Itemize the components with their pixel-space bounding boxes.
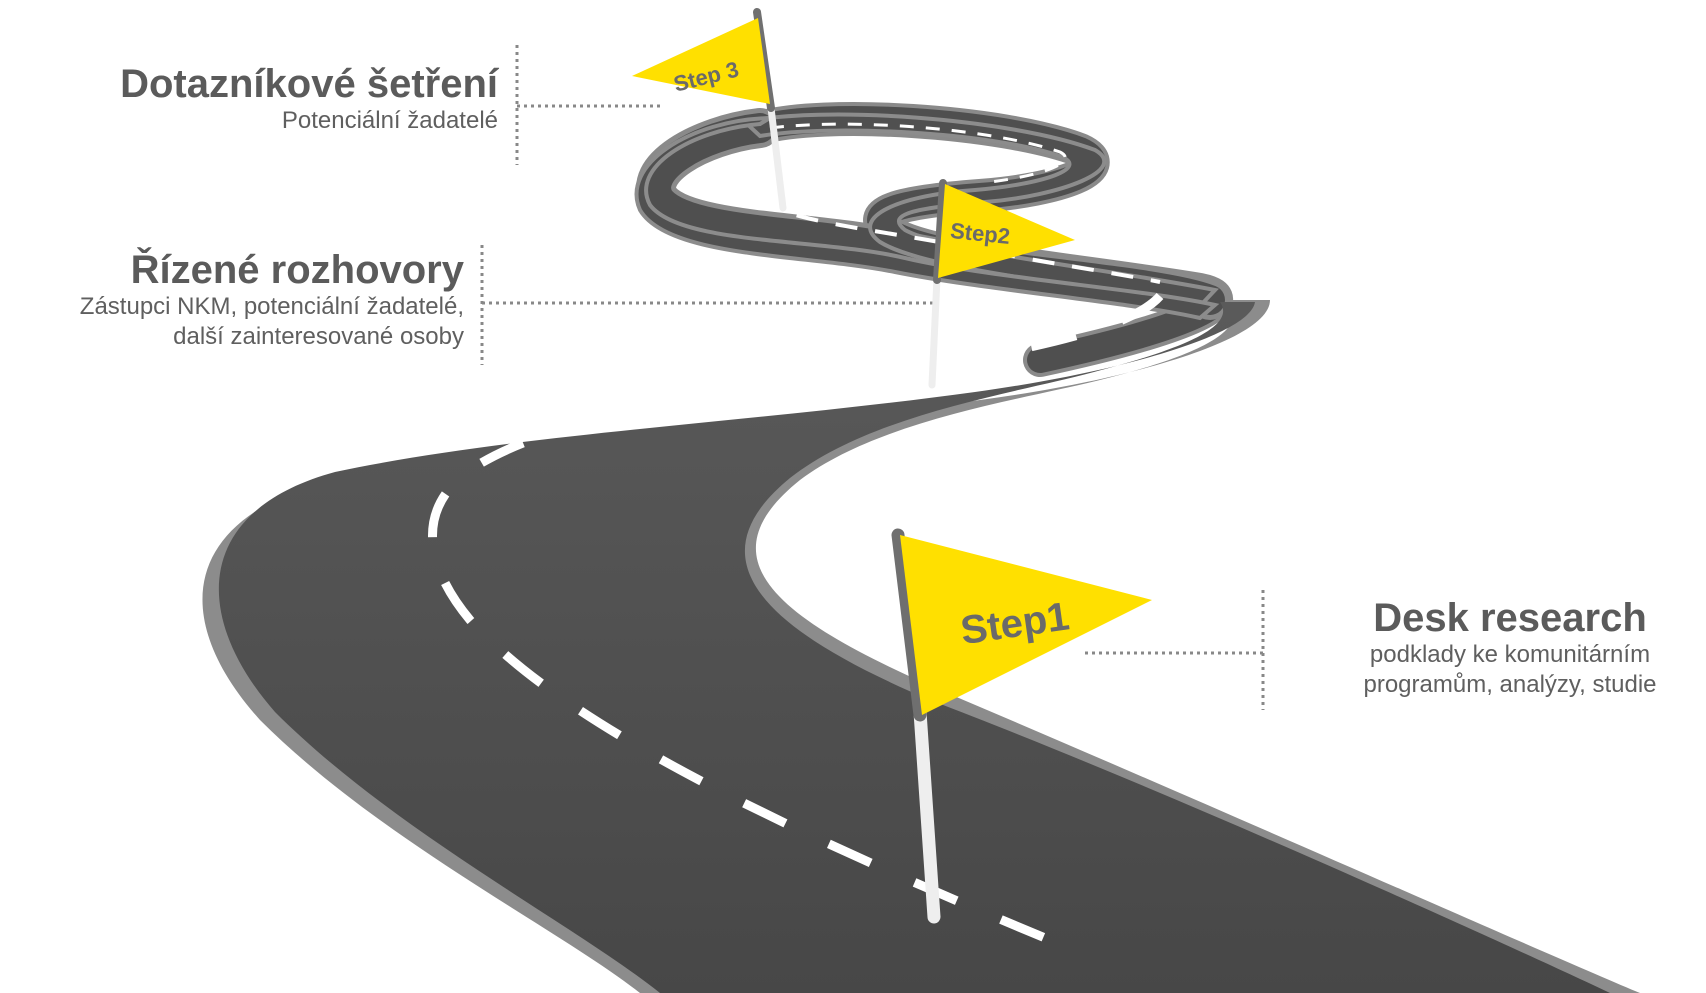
step3-description-line-1: Potenciální žadatelé — [120, 106, 498, 136]
step1-description-line-1: podklady ke komunitárním — [1340, 640, 1680, 670]
flag-icon — [632, 18, 770, 104]
step3-title: Dotazníkové šetření — [120, 62, 498, 106]
step2-title: Řízené rozhovory — [80, 248, 464, 292]
step1-title: Desk research — [1340, 596, 1680, 640]
step3-label-block: Dotazníkové šetření Potenciální žadatelé — [120, 62, 498, 136]
step1-label-block: Desk research podklady ke komunitárním p… — [1340, 596, 1680, 700]
step1-description-line-2: programům, analýzy, studie — [1340, 670, 1680, 700]
flag-step2-pole — [932, 278, 937, 385]
step2-description-line-1: Zástupci NKM, potenciální žadatelé, — [80, 292, 464, 322]
step2-label-block: Řízené rozhovory Zástupci NKM, potenciál… — [80, 248, 464, 352]
step2-description-line-2: další zainteresované osoby — [80, 322, 464, 352]
